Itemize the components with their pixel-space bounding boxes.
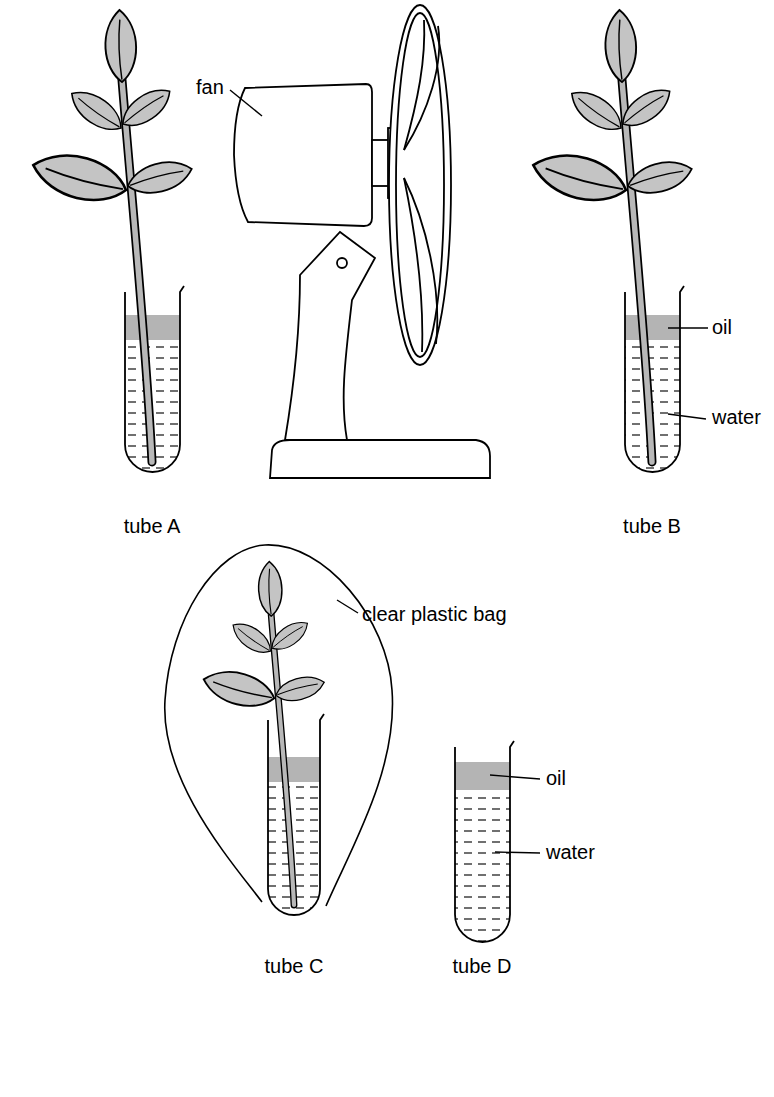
tube-a	[28, 10, 195, 472]
tube-label: tube C	[265, 955, 324, 978]
part-label: water	[712, 406, 761, 429]
part-label: water	[546, 841, 595, 864]
plastic-bag	[165, 545, 393, 906]
tube-label: tube A	[124, 515, 181, 538]
part-label: oil	[546, 767, 566, 790]
part-label: fan	[196, 76, 224, 99]
tube-d	[455, 741, 514, 942]
tube-c	[200, 561, 327, 915]
tube-label: tube D	[453, 955, 512, 978]
part-label: clear plastic bag	[362, 603, 507, 626]
tube-b	[528, 10, 695, 472]
fan	[234, 5, 490, 478]
leader-lines	[230, 90, 708, 853]
part-label: oil	[712, 316, 732, 339]
tube-label: tube B	[623, 515, 681, 538]
